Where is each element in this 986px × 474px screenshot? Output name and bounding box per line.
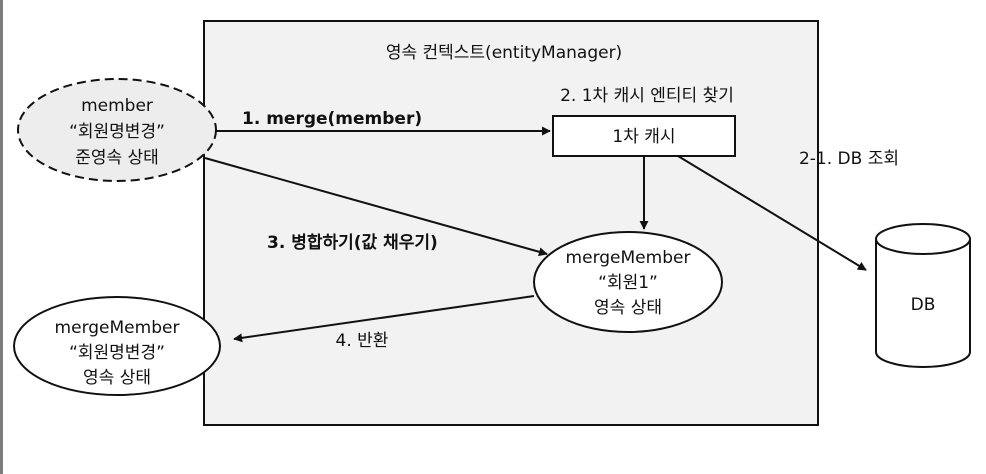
merge-member-state: 영속 상태 [594,298,662,318]
fill-values-label: 3. 병합하기(값 채우기) [267,232,438,253]
cache-lookup-label: 2. 1차 캐시 엔티티 찾기 [560,86,734,106]
detached-member-name: member [81,96,153,116]
first-level-cache-label: 1차 캐시 [612,127,675,147]
merge-member-value: “회원1” [598,273,658,293]
database-label: DB [911,295,936,315]
returned-member-name: mergeMember [55,318,180,338]
return-arrow [233,295,535,343]
fill-values-arrow [204,157,548,257]
returned-member-value: “회원명변경” [69,343,165,363]
return-label: 4. 반환 [336,331,389,351]
returned-member-state: 영속 상태 [83,368,151,388]
database-cylinder[interactable] [875,223,971,368]
persistence-context-box [203,20,819,426]
merge-member-name: mergeMember [566,248,691,268]
merge-member-ellipse[interactable] [533,231,723,333]
merge-call-label: 1. merge(member) [242,109,422,129]
detached-member-value: “회원명변경” [69,122,165,142]
detached-member-state: 준영속 상태 [75,148,159,168]
left-edge-divider [0,0,3,474]
db-query-label: 2-1. DB 조회 [799,149,899,169]
returned-member-ellipse[interactable] [13,296,221,396]
persistence-context-title: 영속 컨텍스트(entityManager) [386,43,622,63]
cache-to-db-arrow [677,155,867,271]
first-level-cache-box[interactable] [552,115,736,157]
